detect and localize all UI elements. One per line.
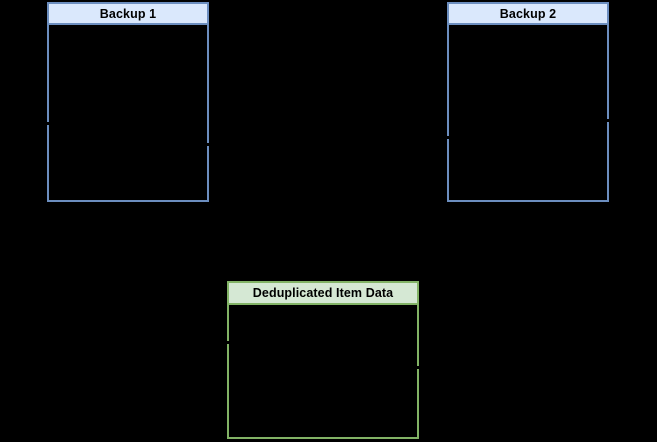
dedup-box[interactable]: Deduplicated Item Data (227, 281, 419, 439)
backup1-title: Backup 1 (99, 6, 157, 21)
connector-stub-backup2-right (604, 119, 612, 122)
connector-stub-backup2-left (443, 136, 451, 139)
backup1-header: Backup 1 (49, 4, 207, 25)
connector-stub-dedup-left (223, 341, 231, 344)
connector-stub-backup1-right (204, 143, 212, 146)
backup2-box[interactable]: Backup 2 (447, 2, 609, 202)
dedup-header: Deduplicated Item Data (229, 283, 417, 305)
dedup-title: Deduplicated Item Data (252, 286, 394, 300)
connector-stub-dedup-right (414, 366, 422, 369)
connector-stub-backup1-left (43, 122, 51, 125)
backup1-box[interactable]: Backup 1 (47, 2, 209, 202)
backup2-header: Backup 2 (449, 4, 607, 25)
backup2-title: Backup 2 (499, 6, 557, 21)
